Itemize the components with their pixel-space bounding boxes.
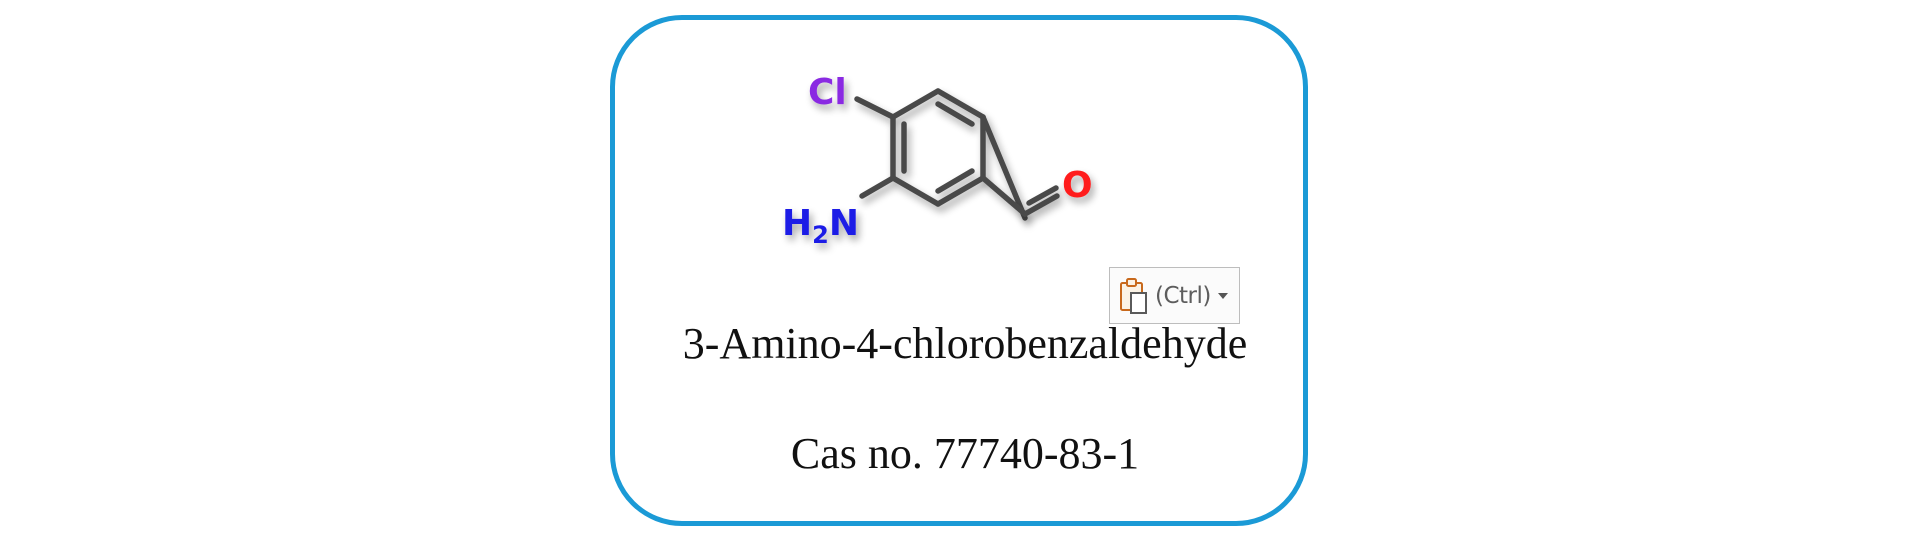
oxygen-atom-label: O [1062,165,1093,206]
chevron-down-icon [1217,292,1228,299]
compound-name: 3-Amino-4-chlorobenzaldehyde [682,319,1248,368]
aldehyde-double-bond-inner [1026,185,1059,206]
clipboard-paste-icon [1120,277,1147,314]
paste-options-label: (Ctrl) [1155,282,1211,309]
benzene-ring [854,88,1028,221]
ring-bond [890,175,941,207]
ring-double-bond [935,168,975,194]
cas-number: Cas no. 77740-83-1 [790,429,1140,478]
ring-bond [935,88,986,120]
chlorine-atom-label: Cl [808,72,847,113]
ring-double-bond [935,101,975,127]
ring-bond [890,88,941,120]
amine-hydrogen-label: H [782,203,812,244]
amine-nitrogen-label: N [829,203,859,244]
chemical-structure: Cl H2N O [782,72,1093,249]
aldehyde-double-bond-outer [1022,193,1060,217]
aldehyde-single-bond [980,175,1028,217]
aldehyde-group [980,175,1060,217]
chlorine-bond [854,96,896,120]
amine-subscript-label: 2 [812,221,829,249]
amine-bond [859,175,896,199]
aldehyde-bond [980,114,1028,221]
paste-options-button[interactable]: (Ctrl) [1109,267,1240,324]
ring-bond [935,175,986,207]
amine-atom-label: H2N [782,203,859,249]
